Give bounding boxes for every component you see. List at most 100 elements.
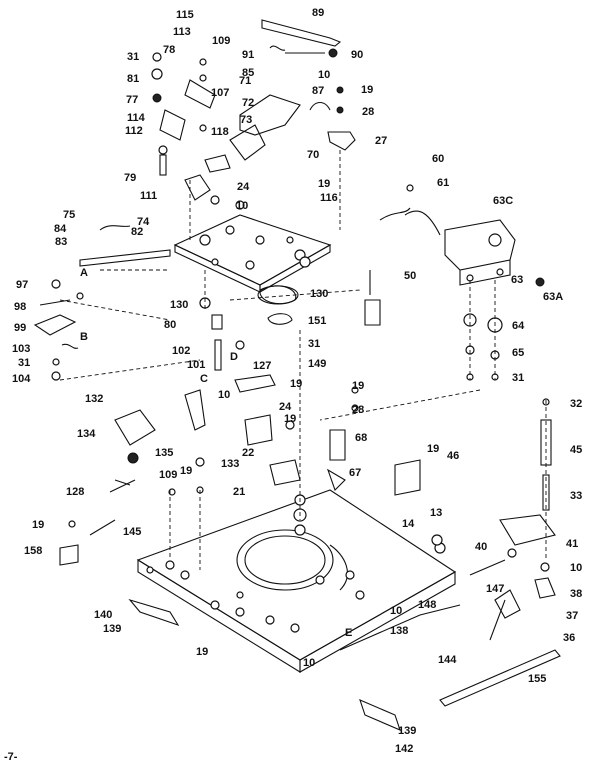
label-19: 19 [427,443,439,455]
label-97: 97 [16,279,28,291]
label-63c: 63C [493,195,513,207]
label-139: 139 [103,623,121,635]
label-24: 24 [279,401,292,413]
connector-b-label: B [80,331,88,343]
label-89: 89 [312,7,324,19]
connector-e-label: E [345,627,352,639]
label-72: 72 [242,97,254,109]
label-103: 103 [12,343,30,355]
label-24: 24 [237,181,250,193]
upper-parts-cluster [151,19,356,210]
label-127: 127 [253,360,271,372]
label-74: 74 [137,216,150,228]
label-149: 149 [308,358,326,370]
label-84: 84 [54,223,67,235]
label-41: 41 [566,538,578,550]
label-67: 67 [349,467,361,479]
label-19: 19 [290,378,302,390]
label-114: 114 [127,112,146,124]
label-87: 87 [312,85,324,97]
label-63: 63 [511,274,523,286]
label-104: 104 [12,373,31,385]
label-135: 135 [155,447,173,459]
label-68: 68 [355,432,367,444]
label-19: 19 [284,413,296,425]
connector-c-label: C [200,373,208,385]
label-113: 113 [173,26,191,38]
label-27: 27 [375,135,387,147]
upper-mechanism-plate [173,214,332,293]
label-32: 32 [570,398,582,410]
label-19: 19 [361,84,373,96]
label-147: 147 [486,583,504,595]
label-71: 71 [239,75,251,87]
label-45: 45 [570,444,582,456]
label-144: 144 [438,654,457,666]
label-10: 10 [303,657,315,669]
label-46: 46 [447,450,459,462]
label-140: 140 [94,609,112,621]
connector-d-label: D [230,351,238,363]
label-31: 31 [512,372,524,384]
label-70: 70 [307,149,319,161]
middle-parts [109,270,381,506]
label-101: 101 [187,359,205,371]
label-130: 130 [310,288,328,300]
label-19: 19 [352,380,364,392]
label-10: 10 [318,69,330,81]
label-21: 21 [233,486,245,498]
label-77: 77 [126,94,138,106]
label-19: 19 [318,178,330,190]
label-60: 60 [432,153,444,165]
label-38: 38 [570,588,582,600]
label-102: 102 [172,345,190,357]
label-10: 10 [390,605,402,617]
label-28: 28 [362,106,374,118]
label-155: 155 [528,673,546,685]
label-138: 138 [390,625,408,637]
label-28: 28 [352,404,364,416]
label-81: 81 [127,73,139,85]
label-148: 148 [418,599,436,611]
label-10: 10 [236,200,248,212]
label-14: 14 [402,518,415,530]
label-151: 151 [308,315,326,327]
label-10: 10 [218,389,230,401]
label-91: 91 [242,49,254,61]
label-111: 111 [140,190,157,202]
left-linkage-parts [33,225,311,381]
dashed-leaders [59,150,547,570]
label-65: 65 [512,347,524,359]
label-61: 61 [437,177,449,189]
label-139: 139 [398,725,416,737]
connector-a-label: A [80,267,88,279]
label-98: 98 [14,301,26,313]
label-79: 79 [124,172,136,184]
label-83: 83 [55,236,67,248]
label-19: 19 [196,646,208,658]
part-labels: 115 113 109 89 31 78 91 90 81 71 85 10 1… [12,7,582,755]
label-109: 109 [212,35,230,47]
label-99: 99 [14,322,26,334]
label-128: 128 [66,486,84,498]
base-plate [136,489,457,673]
label-40: 40 [475,541,487,553]
label-63a: 63A [543,291,563,303]
label-145: 145 [123,526,141,538]
page-number: -7- [4,751,18,763]
label-85: 85 [242,67,254,79]
label-115: 115 [176,9,194,21]
label-75: 75 [63,209,75,221]
label-10: 10 [570,562,582,574]
label-37: 37 [566,610,578,622]
label-50: 50 [404,270,416,282]
label-19: 19 [32,519,44,531]
label-31: 31 [127,51,139,63]
label-33: 33 [570,490,582,502]
label-80: 80 [164,319,176,331]
label-158: 158 [24,545,42,557]
label-82: 82 [131,226,143,238]
label-107: 107 [211,87,229,99]
